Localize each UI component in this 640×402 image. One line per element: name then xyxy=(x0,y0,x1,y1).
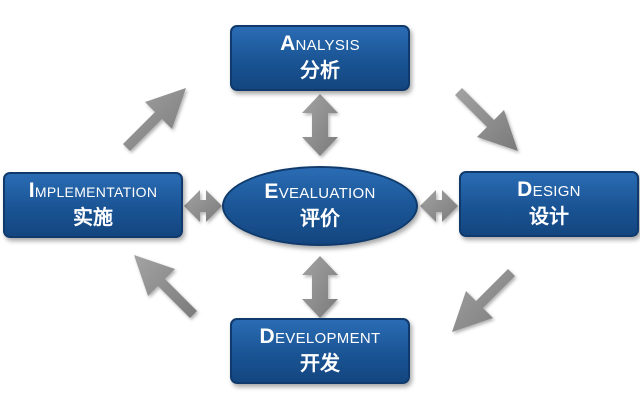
development-label-zh: 开发 xyxy=(300,350,340,375)
analysis-initial: A xyxy=(280,31,296,55)
implementation-label-zh: 实施 xyxy=(73,204,113,229)
evaluation-rest: VEALUATION xyxy=(278,184,376,202)
connector-evaluation-development xyxy=(302,256,338,318)
design-label-zh: 设计 xyxy=(529,203,569,228)
implementation-initial: I xyxy=(28,178,35,202)
connector-evaluation-design xyxy=(420,190,458,222)
connector-evaluation-implementation xyxy=(184,190,222,222)
evaluation-label-en: EVEALUATION xyxy=(264,179,376,203)
implementation-node: IMPLEMENTATION 实施 xyxy=(3,172,183,238)
implementation-rest: MPLEMENTATION xyxy=(34,183,158,200)
development-label-en: DEVELOPMENT xyxy=(259,324,381,348)
cycle-arrow-design-to-development xyxy=(452,269,515,332)
cycle-arrow-analysis-to-design xyxy=(455,88,518,151)
design-initial: D xyxy=(517,177,533,201)
development-initial: D xyxy=(259,324,275,348)
development-node: DEVELOPMENT 开发 xyxy=(230,318,410,384)
analysis-node: ANALYSIS 分析 xyxy=(230,25,410,91)
evaluation-node: EVEALUATION 评价 xyxy=(222,166,418,246)
implementation-label-en: IMPLEMENTATION xyxy=(28,178,158,202)
evaluation-label-zh: 评价 xyxy=(300,205,340,230)
cycle-arrow-development-to-implementation xyxy=(134,255,197,318)
design-node: DESIGN 设计 xyxy=(459,171,639,237)
cycle-arrow-implementation-to-analysis xyxy=(123,88,186,151)
analysis-label-zh: 分析 xyxy=(300,57,340,82)
analysis-rest: NALYSIS xyxy=(295,36,360,54)
evaluation-initial: E xyxy=(264,179,279,203)
design-label-en: DESIGN xyxy=(517,177,581,201)
development-rest: EVELOPMENT xyxy=(274,329,381,347)
analysis-label-en: ANALYSIS xyxy=(280,31,360,55)
connector-evaluation-analysis xyxy=(302,94,338,156)
design-rest: ESIGN xyxy=(532,182,581,200)
